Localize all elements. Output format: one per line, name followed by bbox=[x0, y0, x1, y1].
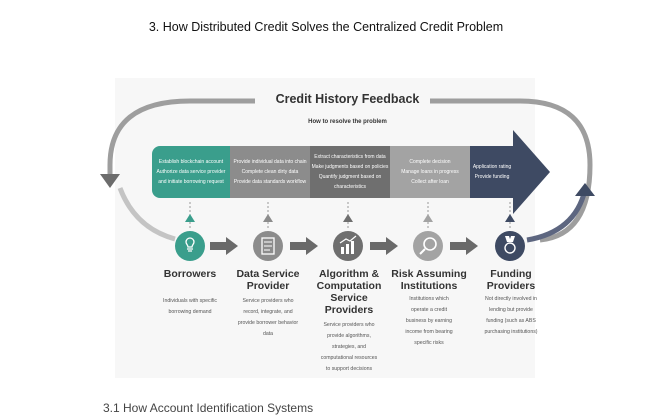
magnifier-icon bbox=[413, 231, 443, 261]
flow-arrows bbox=[210, 237, 478, 255]
stage-desc-data-service: Service providers who record, integrate,… bbox=[237, 298, 299, 337]
connector-arrow-2 bbox=[263, 214, 273, 222]
segment-line: Application rating bbox=[472, 164, 512, 170]
segment-line: Provide data standards workflow bbox=[233, 179, 307, 185]
segment-line: Provide funding bbox=[474, 174, 510, 180]
stage-desc-funding: Not directly involved in lending but pro… bbox=[484, 296, 538, 335]
stage-title-algorithm: Algorithm & Computation Service Provider… bbox=[316, 268, 382, 316]
stage-desc-risk: Institutions which operate a credit busi… bbox=[405, 296, 453, 346]
segment-line: Quantify judgment based on bbox=[318, 174, 382, 180]
stage-desc-borrowers: Individuals with specific borrowing dema… bbox=[163, 298, 217, 315]
diagram-panel bbox=[115, 78, 535, 378]
feedback-arrowhead-left bbox=[100, 174, 120, 188]
stage-icons bbox=[175, 231, 525, 261]
segment-line: Make judgments based on policies bbox=[311, 164, 389, 170]
flow-arrow-2 bbox=[290, 237, 318, 255]
feedback-arrowhead-right bbox=[575, 183, 595, 196]
segment-line: Provide individual data into chain bbox=[233, 159, 307, 165]
flow-arrow-3 bbox=[370, 237, 398, 255]
feedback-arc-bottom-right bbox=[526, 189, 588, 243]
connector-arrow-5 bbox=[505, 214, 515, 222]
stage-connectors bbox=[185, 202, 515, 228]
connector-arrow-1 bbox=[185, 214, 195, 222]
next-section-heading-partial: 3.1 How Account Identification Systems bbox=[103, 401, 314, 415]
connector-arrow-3 bbox=[343, 214, 353, 222]
segment-line: characteristics bbox=[334, 184, 366, 190]
flow-arrow-1 bbox=[210, 237, 238, 255]
segment-line: Manage loans in progress bbox=[401, 169, 459, 175]
stage-title-risk: Risk Assuming Institutions bbox=[391, 268, 467, 292]
segment-line: Extract characteristics from data bbox=[314, 154, 386, 160]
feedback-arc-left bbox=[107, 98, 255, 178]
feedback-arc-bottom-left bbox=[117, 187, 176, 242]
flow-arrow-4 bbox=[450, 237, 478, 255]
stage-title-funding: Funding Providers bbox=[486, 268, 536, 292]
process-band-arrowhead bbox=[513, 130, 550, 214]
stage-desc-algorithm: Service providers who provide algorithms… bbox=[320, 322, 378, 372]
feedback-arc-right bbox=[430, 98, 593, 243]
feedback-title: Credit History Feedback bbox=[275, 92, 420, 106]
segment-line: Complete decision bbox=[409, 159, 451, 165]
section-heading: 3. How Distributed Credit Solves the Cen… bbox=[148, 20, 504, 34]
segment-line: Authorize data service provider bbox=[156, 169, 226, 175]
medal-icon bbox=[495, 231, 525, 261]
segment-line: Complete clean dirty data bbox=[241, 169, 299, 175]
stage-title-borrowers: Borrowers bbox=[163, 268, 217, 280]
segment-line: Establish blockchain account bbox=[158, 159, 224, 165]
stage-title-data-service: Data Service Provider bbox=[236, 268, 300, 292]
feedback-subtitle: How to resolve the problem bbox=[308, 119, 387, 125]
segment-line: Collect after loan bbox=[411, 179, 449, 185]
connector-arrow-4 bbox=[423, 214, 433, 222]
lightbulb-icon bbox=[175, 231, 205, 261]
segment-line: and initiate borrowing request bbox=[158, 179, 224, 185]
